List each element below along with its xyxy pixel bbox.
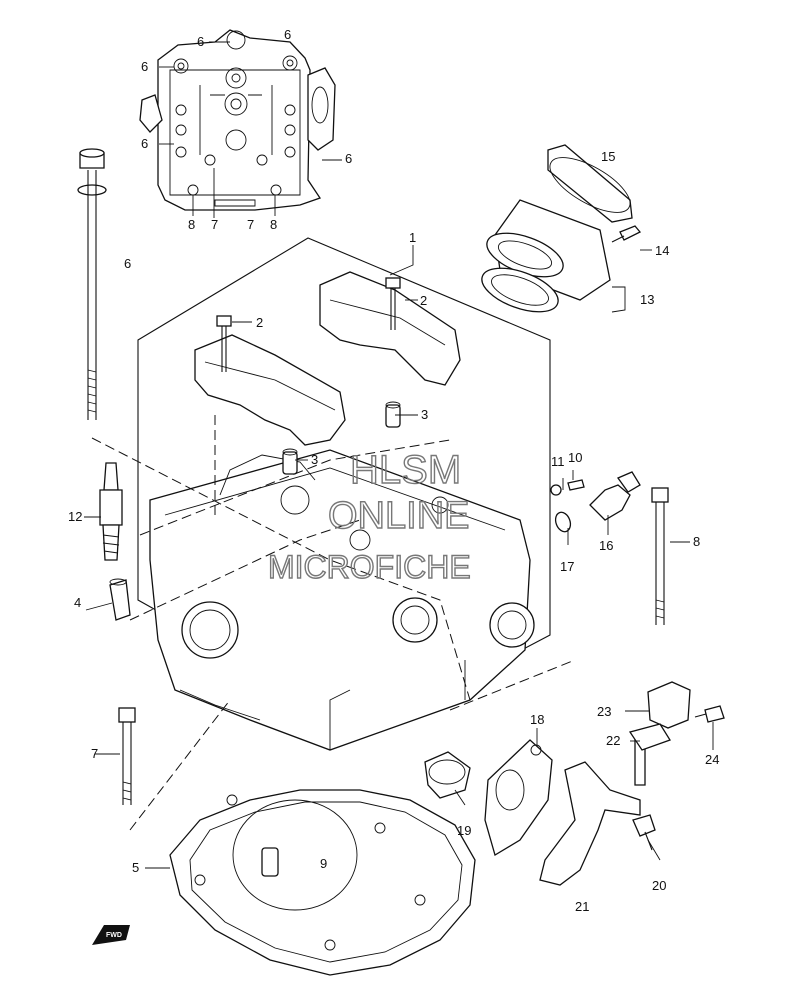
callout-5: 5	[132, 860, 139, 875]
callout-17: 17	[560, 559, 574, 574]
callout-7-bolt: 7	[91, 746, 98, 761]
callout-12: 12	[68, 509, 82, 524]
head-bolt-right	[651, 487, 669, 625]
callout-19: 19	[457, 823, 471, 838]
callout-20: 20	[652, 878, 666, 893]
head-bolt-left	[118, 707, 136, 805]
callout-3-upper: 3	[421, 407, 428, 422]
callout-9: 9	[320, 856, 327, 871]
callout-6-bolt: 6	[124, 256, 131, 271]
thermostat-housing	[424, 739, 553, 856]
long-stud-bolt	[77, 148, 107, 420]
callout-8-bolt: 8	[693, 534, 700, 549]
callout-10: 10	[568, 450, 582, 465]
leader-lines	[84, 41, 714, 869]
fwd-direction-badge: FWD	[92, 925, 130, 945]
head-top-view-inset	[139, 29, 336, 211]
callout-15: 15	[601, 149, 615, 164]
watermark-line1: HLSM	[350, 448, 461, 492]
callout-4: 4	[74, 595, 81, 610]
callout-3-lower: 3	[311, 452, 318, 467]
callout-6-right: 6	[345, 151, 352, 166]
callout-7-inset-right: 7	[247, 217, 254, 232]
callout-11: 11	[551, 454, 565, 469]
cap-bolts	[216, 277, 401, 372]
watermark: HLSM ONLINE MICROFICHE	[267, 447, 471, 585]
bracket-assembly	[539, 681, 725, 886]
callout-6-mid-left: 6	[141, 136, 148, 151]
callout-6-top-right: 6	[284, 27, 291, 42]
callout-23: 23	[597, 704, 611, 719]
callout-13: 13	[640, 292, 654, 307]
callout-21: 21	[575, 899, 589, 914]
callout-1: 1	[409, 230, 416, 245]
fwd-label: FWD	[106, 932, 122, 939]
cylinder-head	[91, 237, 576, 831]
callout-18: 18	[530, 712, 544, 727]
spark-plug	[99, 462, 123, 561]
sleeve-part	[109, 578, 131, 621]
callout-22: 22	[606, 733, 620, 748]
head-gasket	[169, 789, 476, 976]
watermark-line2: ONLINE	[328, 495, 469, 537]
callout-2-right: 2	[420, 293, 427, 308]
callout-14: 14	[655, 243, 669, 258]
callout-6-left: 6	[141, 59, 148, 74]
intake-pipe-assembly	[481, 144, 642, 313]
callout-8-inset-left: 8	[188, 217, 195, 232]
callout-7-inset-left: 7	[211, 217, 218, 232]
callout-6-top-left: 6	[197, 34, 204, 49]
temperature-sensor	[550, 471, 641, 533]
watermark-line3: MICROFICHE	[268, 549, 471, 585]
callout-16: 16	[599, 538, 613, 553]
callout-24: 24	[705, 752, 719, 767]
callout-2-left: 2	[256, 315, 263, 330]
callout-numbers: 6 6 6 6 6 8 7 7 8 6 1 2 2 3 3 15 14 13 1…	[68, 27, 719, 914]
callout-8-inset-right: 8	[270, 217, 277, 232]
dowel-pins	[282, 401, 401, 475]
